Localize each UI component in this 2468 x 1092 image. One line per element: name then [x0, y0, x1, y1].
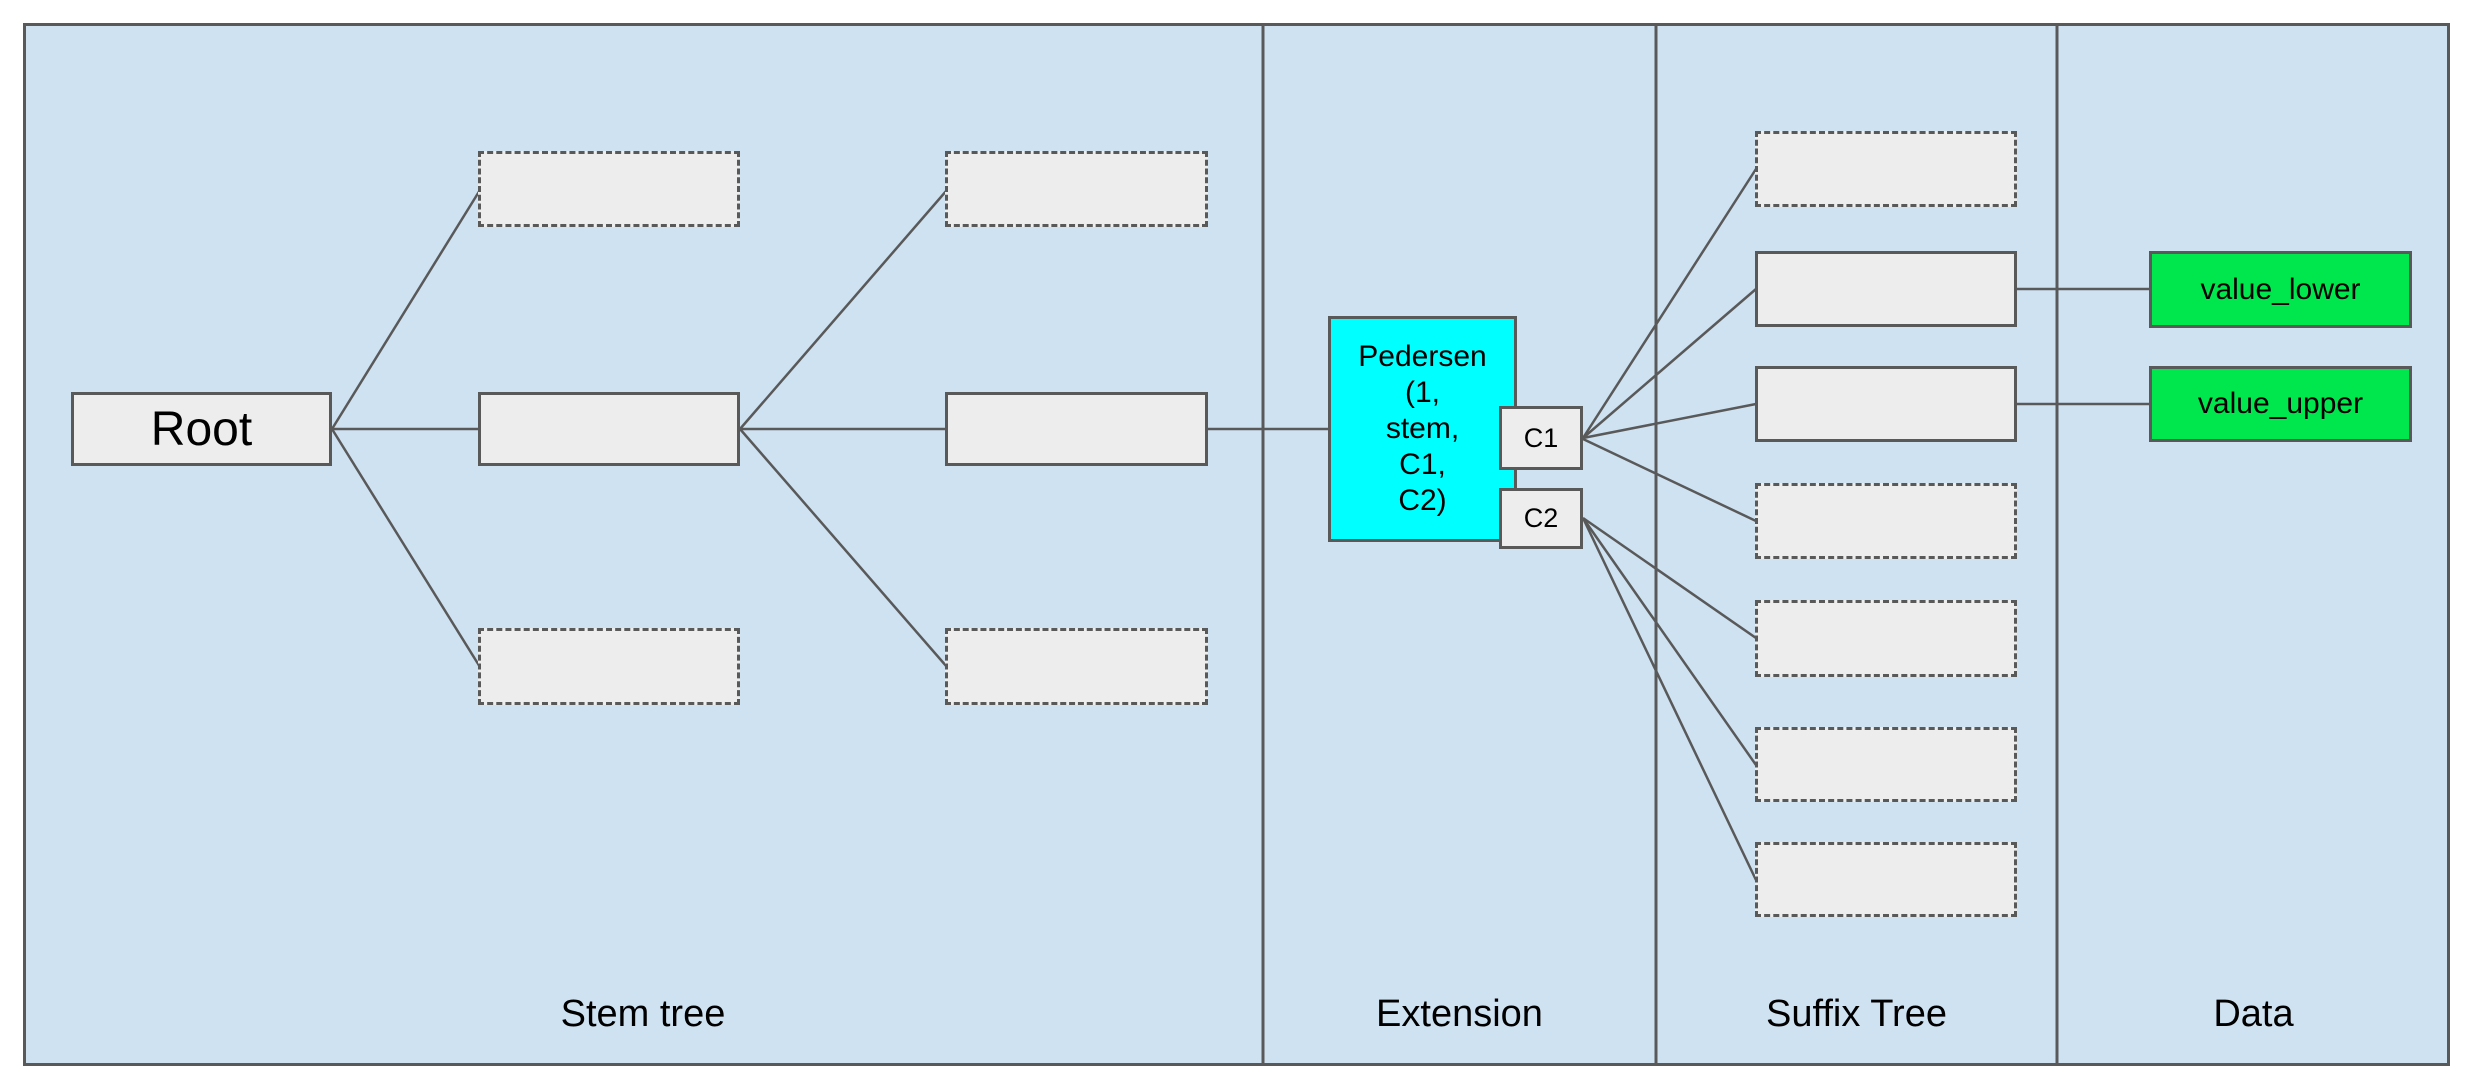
stem-node-empty-dashed: [478, 628, 740, 705]
section-label-data: Data: [2213, 992, 2294, 1035]
section-label-stem-tree: Stem tree: [560, 992, 726, 1035]
section-label-extension: Extension: [1376, 992, 1543, 1035]
value-lower-node: value_lower: [2149, 251, 2412, 328]
section-label-suffix-tree: Suffix Tree: [1766, 992, 1947, 1035]
stem-node-empty: [478, 392, 740, 466]
suffix-node-empty-dashed: [1755, 483, 2017, 559]
stem-node-empty-dashed: [945, 151, 1208, 227]
root-label: Root: [150, 402, 253, 456]
c2-label: C2: [1523, 503, 1559, 533]
value-upper-node: value_upper: [2149, 366, 2412, 442]
root-node: Root: [71, 392, 332, 466]
c1-node: C1: [1499, 406, 1583, 470]
stem-node-empty: [945, 392, 1208, 466]
c2-node: C2: [1499, 488, 1583, 549]
suffix-node-empty-dashed: [1755, 131, 2017, 207]
suffix-node-empty-dashed: [1755, 727, 2017, 802]
suffix-node-lower: [1755, 251, 2017, 327]
suffix-node-upper: [1755, 366, 2017, 442]
suffix-node-empty-dashed: [1755, 842, 2017, 917]
suffix-node-empty-dashed: [1755, 600, 2017, 677]
c1-label: C1: [1523, 422, 1559, 453]
value-upper-label: value_upper: [2197, 387, 2364, 420]
stem-node-empty-dashed: [478, 151, 740, 227]
value-lower-label: value_lower: [2200, 272, 2361, 306]
stem-node-empty-dashed: [945, 628, 1208, 705]
diagram-frame: [23, 23, 2450, 1066]
pedersen-label: Pedersen (1, stem, C1, C2): [1358, 340, 1487, 517]
pedersen-commitment-node: Pedersen (1, stem, C1, C2): [1328, 316, 1517, 542]
